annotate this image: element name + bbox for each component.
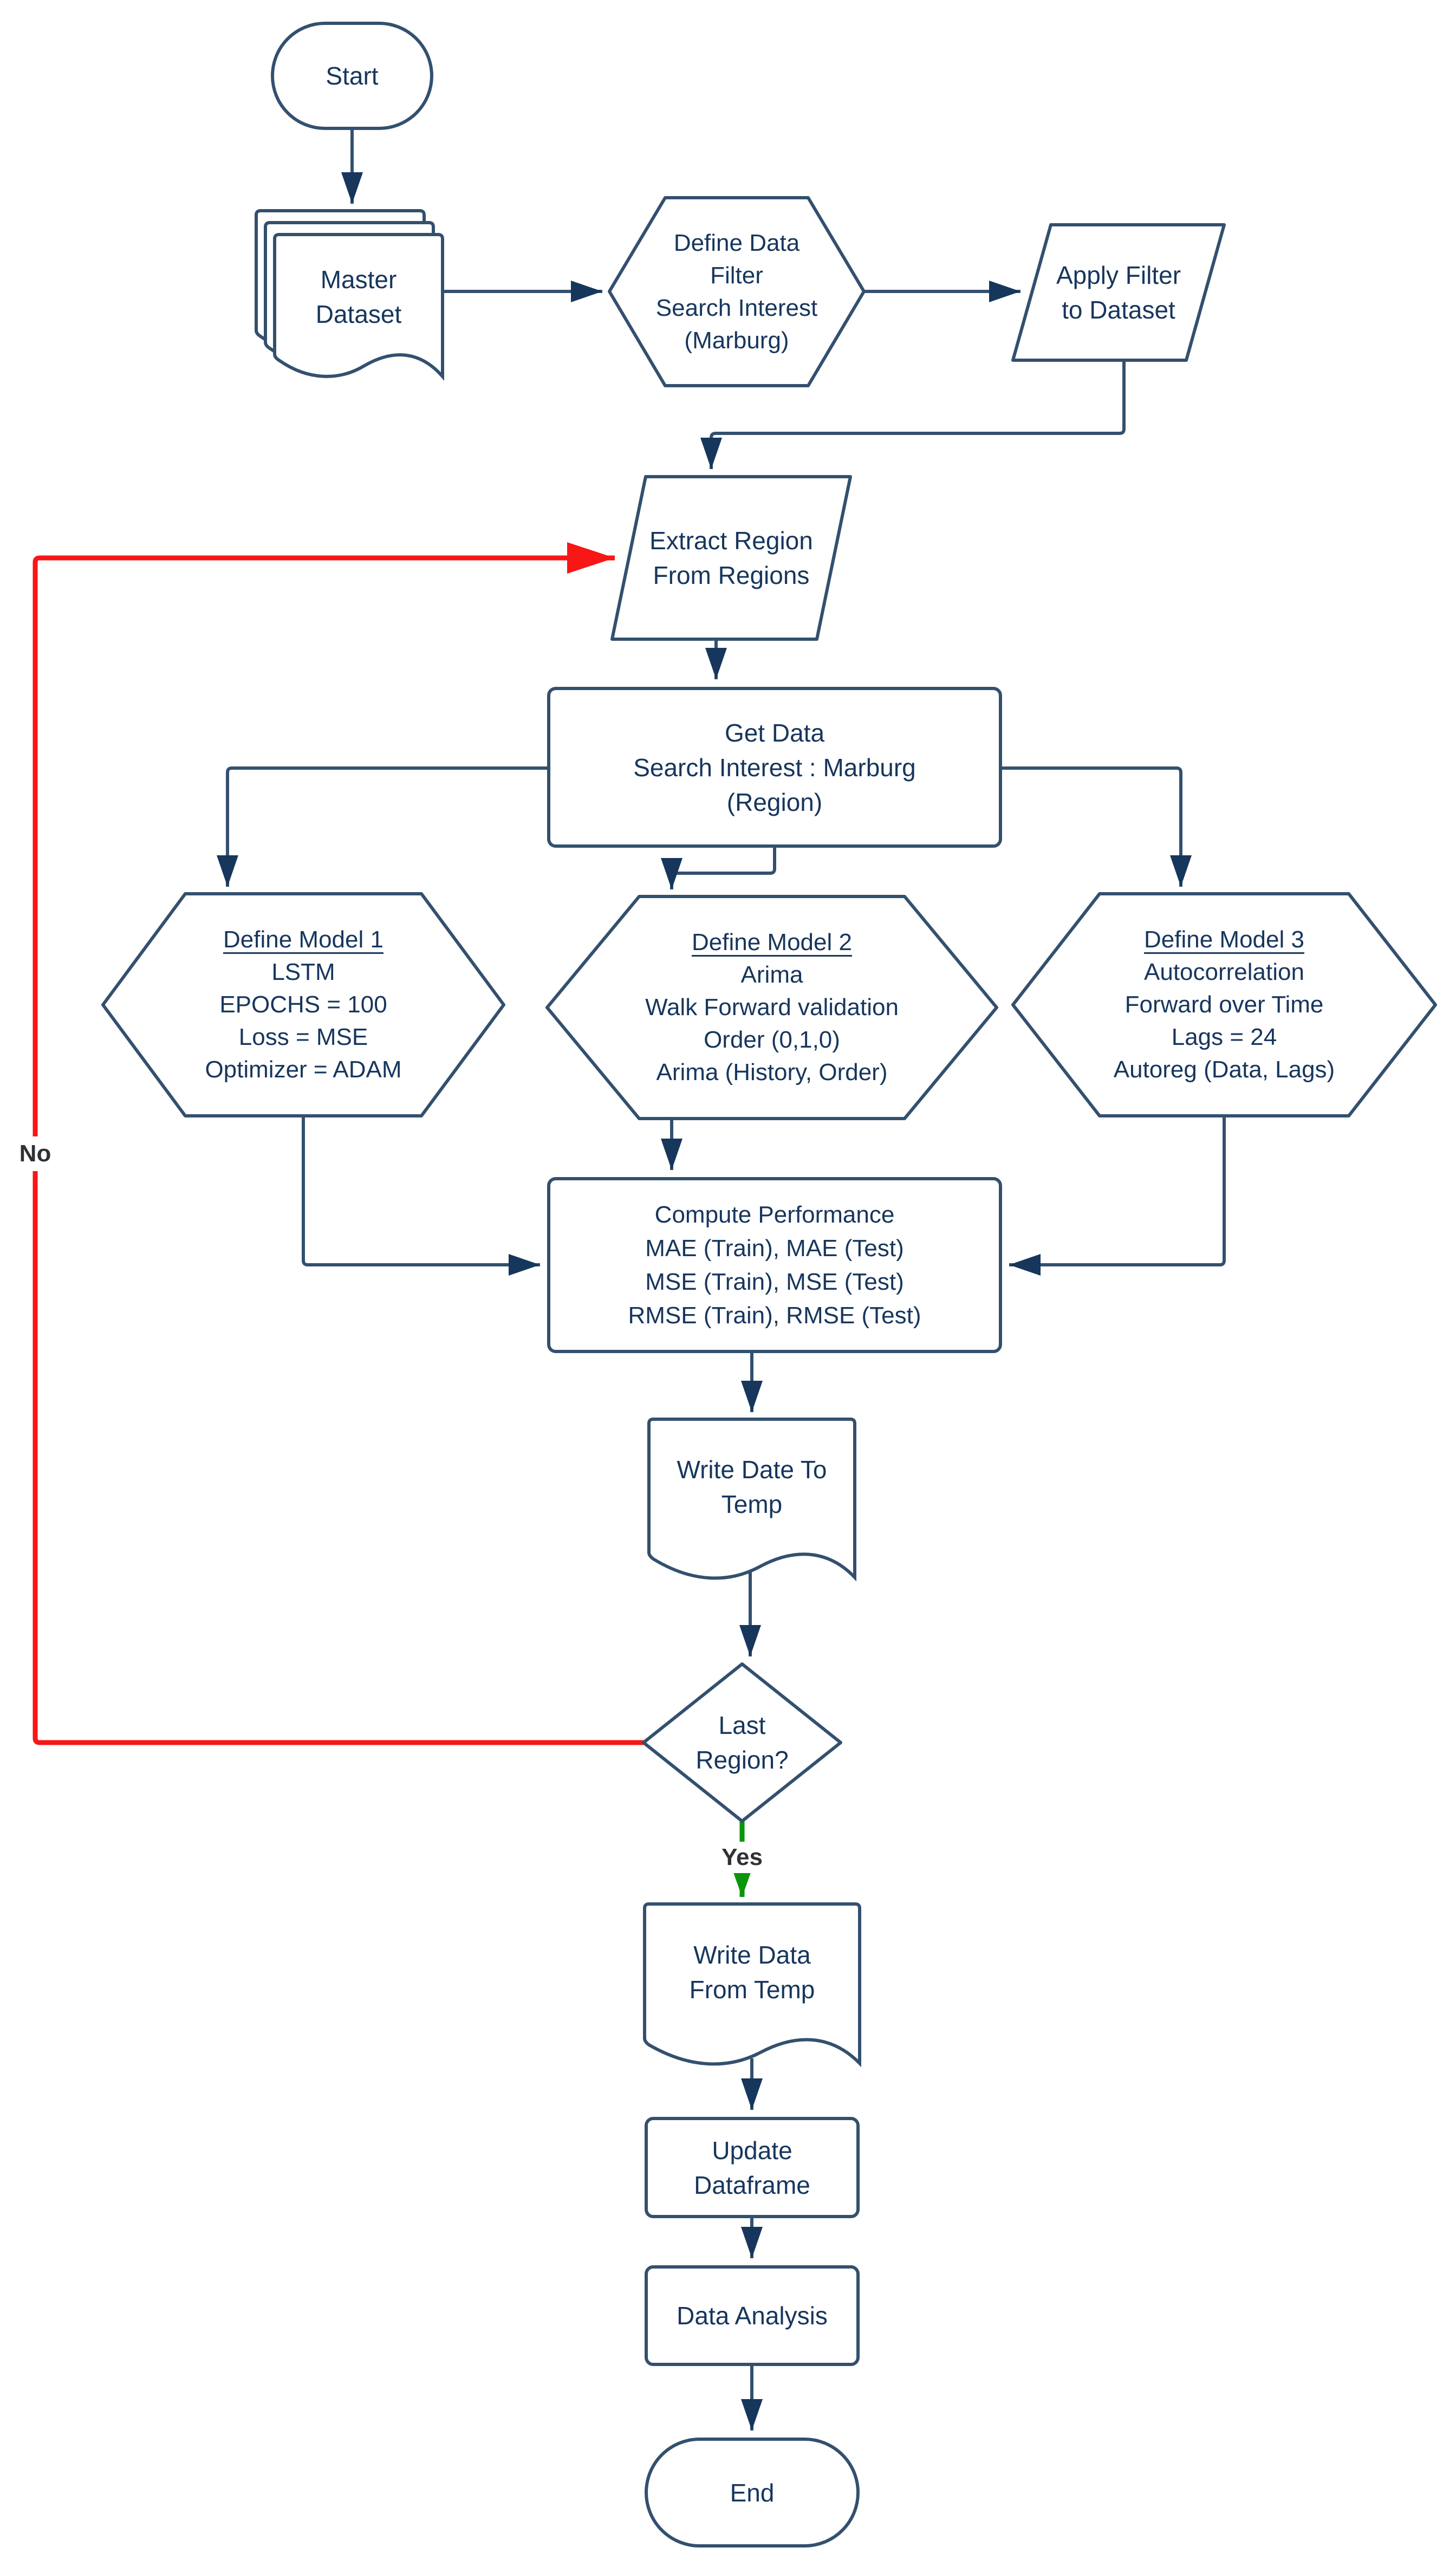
node-update-dataframe-label: Update Dataframe [694, 2136, 810, 2199]
node-define-model-2-title: Define Model 2 [692, 929, 852, 956]
node-get-data: Get Data Search Interest : Marburg (Regi… [547, 687, 1002, 848]
node-write-data-from-temp: Write Data From Temp [643, 1902, 861, 2068]
multi-document-icon [255, 209, 444, 381]
node-define-model-2-body: Arima Walk Forward validation Order (0,1… [645, 961, 899, 1086]
node-end-label: End [730, 2478, 775, 2507]
edge-getdata-to-model3 [1002, 766, 1192, 887]
node-apply-filter-label: Apply Filter to Dataset [1056, 261, 1181, 324]
edge-label-no: No [10, 1136, 61, 1171]
node-define-model-2: Define Model 2 Arima Walk Forward valida… [545, 895, 998, 1120]
node-compute-performance: Compute Performance MAE (Train), MAE (Te… [547, 1177, 1002, 1353]
node-compute-performance-label: Compute Performance MAE (Train), MAE (Te… [628, 1201, 921, 1329]
node-define-model-3-body: Autocorrelation Forward over Time Lags =… [1113, 959, 1335, 1083]
node-define-model-1-title: Define Model 1 [223, 926, 384, 953]
node-start: Start [271, 22, 433, 130]
node-data-analysis-label: Data Analysis [677, 2302, 828, 2330]
node-define-data-filter-label: Define Data Filter Search Interest (Marb… [655, 229, 818, 354]
node-master-dataset: Master Dataset [255, 209, 444, 381]
node-extract-region: Extract Region From Regions [610, 475, 852, 641]
node-apply-filter: Apply Filter to Dataset [1011, 223, 1226, 362]
edge-apply-to-extract [700, 360, 1126, 469]
edge-model1-to-compute [302, 1116, 540, 1276]
node-define-model-1: Define Model 1 LSTM EPOCHS = 100 Loss = … [101, 892, 505, 1117]
node-write-date-to-temp: Write Date To Temp [647, 1418, 856, 1582]
document-shape [647, 1418, 856, 1582]
node-end: End [645, 2438, 860, 2547]
hexagon-shape [101, 892, 505, 1117]
node-last-region-decision: Last Region? [642, 1662, 842, 1823]
node-define-model-1-body: LSTM EPOCHS = 100 Loss = MSE Optimizer =… [205, 959, 402, 1083]
node-extract-region-label: Extract Region From Regions [649, 527, 813, 589]
edge-label-yes: Yes [716, 1842, 768, 1873]
node-master-dataset-label: Master Dataset [315, 265, 402, 328]
edge-model3-to-compute [1009, 1116, 1226, 1276]
edge-getdata-to-model1 [217, 766, 547, 887]
node-write-date-to-temp-label: Write Date To Temp [677, 1455, 827, 1518]
hexagon-shape [608, 196, 866, 387]
node-get-data-label: Get Data Search Interest : Marburg (Regi… [633, 718, 916, 816]
hexagon-shape [545, 895, 998, 1120]
hexagon-shape [1011, 892, 1437, 1117]
document-shape [643, 1902, 861, 2068]
edge-getdata-to-model2 [661, 848, 776, 889]
node-last-region-label: Last Region? [696, 1711, 789, 1774]
parallelogram-shape [1011, 223, 1226, 362]
node-define-model-3: Define Model 3 Autocorrelation Forward o… [1011, 892, 1437, 1117]
node-define-model-3-title: Define Model 3 [1144, 926, 1304, 953]
node-data-analysis: Data Analysis [645, 2265, 860, 2366]
node-update-dataframe: Update Dataframe [645, 2117, 860, 2218]
node-write-data-from-temp-label: Write Data From Temp [689, 1941, 815, 2004]
diamond-shape [642, 1662, 842, 1823]
node-start-label: Start [326, 62, 379, 90]
parallelogram-shape [610, 475, 852, 641]
node-define-data-filter: Define Data Filter Search Interest (Marb… [608, 196, 866, 387]
